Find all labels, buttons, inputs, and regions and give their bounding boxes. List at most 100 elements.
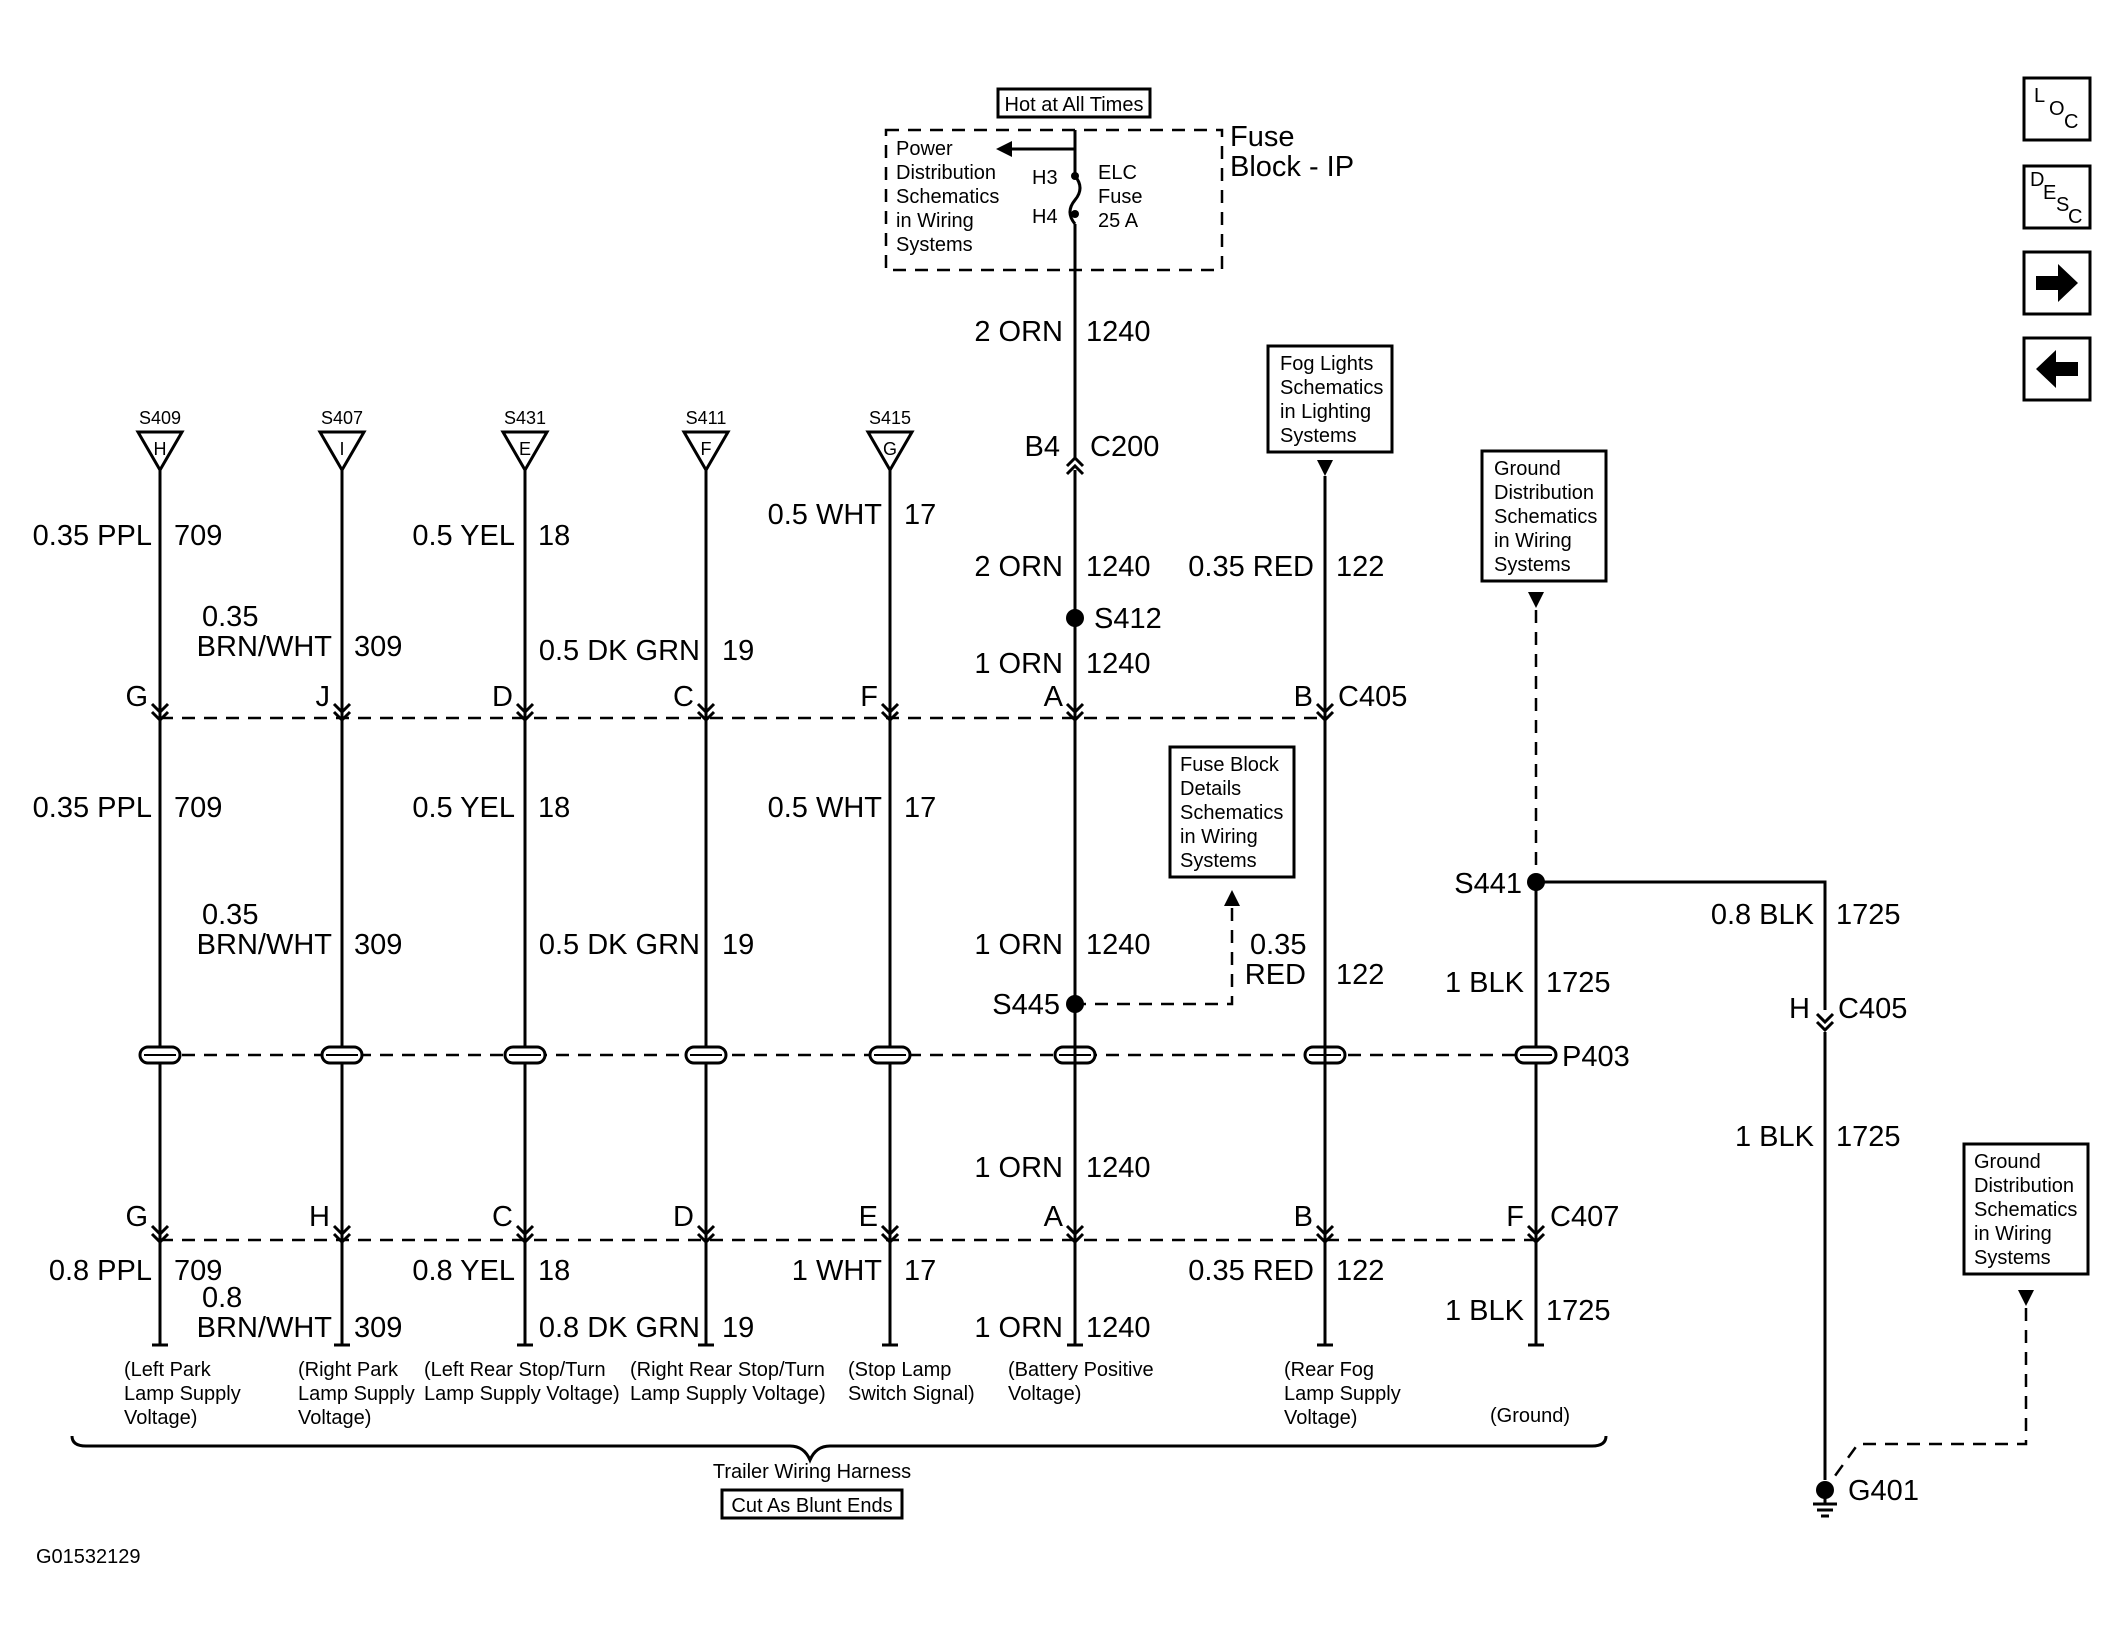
splice-s412-dot bbox=[1066, 609, 1084, 627]
c405-connector-icon bbox=[332, 702, 352, 723]
rear-fog-circuit: 0.35 RED 122 bbox=[1188, 460, 1384, 700]
circuit-description-line: (Ground) bbox=[1490, 1405, 1570, 1427]
c407-pin-label: G bbox=[125, 1201, 148, 1233]
svg-text:D: D bbox=[2030, 169, 2044, 191]
svg-text:in Wiring: in Wiring bbox=[1974, 1223, 2052, 1245]
c407-pin-label: D bbox=[673, 1201, 694, 1233]
svg-text:0.5 YEL: 0.5 YEL bbox=[412, 792, 515, 824]
splice-s415-label: S415 bbox=[869, 408, 911, 428]
svg-text:1240: 1240 bbox=[1086, 316, 1151, 348]
power-distribution-ref[interactable]: Power Distribution Schematics in Wiring … bbox=[896, 138, 999, 256]
trailer-wiring-harness: Trailer Wiring Harness Cut As Blunt Ends bbox=[70, 1435, 1608, 1520]
pin-h3-label: H3 bbox=[1032, 167, 1058, 189]
svg-text:in Wiring: in Wiring bbox=[1180, 826, 1258, 848]
c407-label: C407 bbox=[1550, 1201, 1619, 1233]
svg-text:17: 17 bbox=[904, 1255, 936, 1287]
svg-text:C: C bbox=[2064, 111, 2078, 133]
pin-h4-label: H4 bbox=[1032, 206, 1058, 228]
fuse-block-details-ref[interactable]: Fuse Block Details Schematics in Wiring … bbox=[1168, 745, 1296, 879]
svg-text:309: 309 bbox=[354, 631, 402, 663]
svg-text:in Wiring: in Wiring bbox=[896, 210, 974, 232]
figure-id: G01532129 bbox=[36, 1546, 141, 1568]
svg-text:18: 18 bbox=[538, 520, 570, 552]
prev-page-button[interactable] bbox=[2022, 336, 2092, 402]
c405-label: C405 bbox=[1338, 681, 1407, 713]
svg-text:0.5 DK GRN: 0.5 DK GRN bbox=[539, 635, 700, 667]
circuit-description-line: (Left Park bbox=[124, 1359, 212, 1381]
arrow-down-icon bbox=[1528, 592, 1544, 608]
c405-connector-icon bbox=[696, 702, 716, 723]
c407-pin-label: B bbox=[1294, 1201, 1313, 1233]
svg-text:19: 19 bbox=[722, 929, 754, 961]
harness-label: Trailer Wiring Harness bbox=[713, 1461, 911, 1483]
svg-text:17: 17 bbox=[904, 499, 936, 531]
splice-pin-label: F bbox=[701, 439, 712, 459]
svg-text:Systems: Systems bbox=[1494, 554, 1571, 576]
splice-pin-label: I bbox=[339, 439, 344, 459]
c407-connector-icon bbox=[150, 1224, 170, 1245]
cut-blunt-ends-box bbox=[720, 1488, 904, 1520]
svg-text:Power: Power bbox=[896, 138, 953, 160]
svg-text:BRN/WHT: BRN/WHT bbox=[197, 631, 333, 663]
svg-text:1240: 1240 bbox=[1086, 1152, 1151, 1184]
circuit-description-line: Voltage) bbox=[1284, 1407, 1357, 1429]
circuit-description-line: Lamp Supply bbox=[1284, 1383, 1401, 1405]
svg-text:Systems: Systems bbox=[1180, 850, 1257, 872]
svg-text:RED: RED bbox=[1245, 959, 1306, 991]
svg-text:Distribution: Distribution bbox=[1494, 482, 1594, 504]
svg-text:19: 19 bbox=[722, 1312, 754, 1344]
svg-text:0.35 PPL: 0.35 PPL bbox=[33, 520, 152, 552]
c405-connector-icon bbox=[880, 702, 900, 723]
splice-triangle-icon bbox=[317, 430, 367, 473]
circuit-description-line: Lamp Supply Voltage) bbox=[630, 1383, 826, 1405]
fuse-symbol-icon bbox=[1068, 175, 1082, 225]
c407-connector-icon bbox=[880, 1224, 900, 1245]
svg-text:0.35 RED: 0.35 RED bbox=[1188, 551, 1314, 583]
pin-h4-dot bbox=[1071, 210, 1079, 218]
svg-text:122: 122 bbox=[1336, 1255, 1384, 1287]
c405-connector-icon bbox=[515, 702, 535, 723]
svg-text:0.8 BLK: 0.8 BLK bbox=[1711, 899, 1815, 931]
svg-text:0.35 PPL: 0.35 PPL bbox=[33, 792, 152, 824]
circuit-description-line: (Battery Positive bbox=[1008, 1359, 1154, 1381]
arrow-right-icon bbox=[2036, 264, 2078, 302]
c407-connector-icon bbox=[332, 1224, 352, 1245]
svg-text:Systems: Systems bbox=[896, 234, 973, 256]
circuit-description-line: Voltage) bbox=[1008, 1383, 1081, 1405]
fuse-block-title-1: Fuse bbox=[1230, 121, 1294, 153]
ground-circuit-right: S441 0.8 BLK 1725 1 BLK 1725 H C405 1 BL… bbox=[1445, 868, 1907, 1480]
c407-pin-label: C bbox=[492, 1201, 513, 1233]
c407-connector-icon bbox=[1526, 1224, 1546, 1245]
svg-text:1 BLK: 1 BLK bbox=[1445, 967, 1525, 999]
svg-text:1240: 1240 bbox=[1086, 1312, 1151, 1344]
c405-pin-label: C bbox=[673, 681, 694, 713]
splice-triangle-icon bbox=[681, 430, 731, 473]
c405-connector-icon bbox=[150, 702, 170, 723]
loc-button[interactable]: L O C bbox=[2022, 76, 2092, 142]
arrow-down-icon bbox=[2018, 1290, 2034, 1306]
svg-text:Distribution: Distribution bbox=[1974, 1175, 2074, 1197]
ground-distribution-ref-2[interactable]: Ground Distribution Schematics in Wiring… bbox=[1962, 1142, 2090, 1276]
circuit-description-line: (Rear Fog bbox=[1284, 1359, 1374, 1381]
fog-lights-ref-box[interactable]: Fog Lights Schematics in Lighting System… bbox=[1266, 344, 1394, 454]
middle-wire-labels: 0.35 PPL 709 0.5 YEL 18 0.5 WHT 17 0.35 … bbox=[33, 792, 1385, 991]
svg-text:122: 122 bbox=[1336, 551, 1384, 583]
svg-text:S: S bbox=[2056, 194, 2069, 216]
splice-s412-label: S412 bbox=[1094, 603, 1162, 635]
ground-distribution-ref-1[interactable]: Ground Distribution Schematics in Wiring… bbox=[1480, 449, 1608, 583]
svg-text:BRN/WHT: BRN/WHT bbox=[197, 1312, 333, 1344]
c405-pin-label: J bbox=[316, 681, 331, 713]
svg-text:in Lighting: in Lighting bbox=[1280, 401, 1371, 423]
c407-pin-label: H bbox=[309, 1201, 330, 1233]
desc-button[interactable]: D E S C bbox=[2022, 164, 2092, 230]
svg-text:Ground: Ground bbox=[1974, 1151, 2041, 1173]
svg-text:309: 309 bbox=[354, 929, 402, 961]
circuit-description-line: (Right Rear Stop/Turn bbox=[630, 1359, 825, 1381]
p403-label: P403 bbox=[1562, 1041, 1630, 1073]
next-page-button[interactable] bbox=[2022, 250, 2092, 316]
c405-pin-label: G bbox=[125, 681, 148, 713]
c407-connector-icon bbox=[515, 1224, 535, 1245]
